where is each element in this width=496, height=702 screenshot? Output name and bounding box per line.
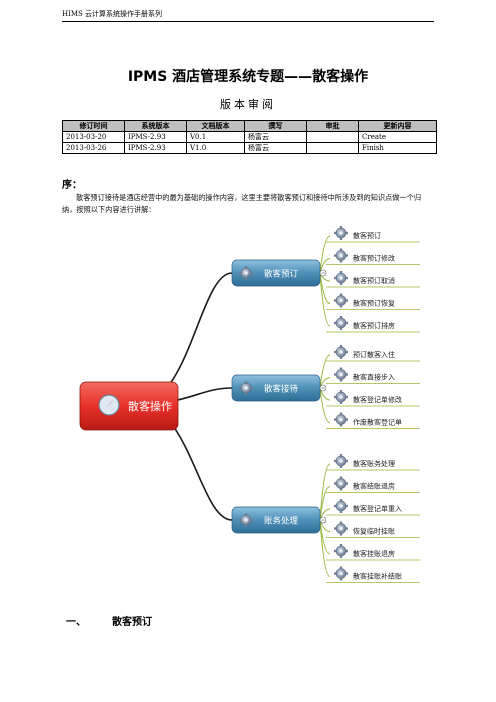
table-row: 2013-03-26 IPMS-2.93 V1.0 杨富云 Finish bbox=[62, 142, 437, 154]
leaf-link bbox=[319, 354, 331, 389]
intro-heading: 序： bbox=[62, 180, 82, 191]
gear-icon bbox=[333, 367, 349, 382]
leaf-label: 恢复临时挂账 bbox=[353, 527, 395, 536]
gear-icon bbox=[333, 498, 349, 514]
leaf-link bbox=[319, 387, 331, 423]
gear-icon bbox=[333, 389, 349, 405]
leaf-label: 散客挂账退房 bbox=[353, 549, 395, 558]
leaf-label: 散客预订 bbox=[353, 231, 381, 240]
leaf-label: 散客预订排房 bbox=[353, 321, 395, 330]
gear-icon bbox=[333, 566, 349, 581]
leaf-link bbox=[319, 235, 331, 274]
gear-icon bbox=[333, 412, 349, 427]
branch-node-label: 账务处理 bbox=[264, 516, 299, 527]
branch-node-label: 散客接待 bbox=[264, 384, 299, 395]
table-cell: 2013-03-26 bbox=[62, 142, 125, 154]
gear-icon bbox=[333, 521, 349, 536]
leaf-link bbox=[319, 486, 331, 521]
leaf-label: 散客账务处理 bbox=[353, 459, 395, 468]
page-header: HIMS 云计算系统操作手册系列 bbox=[62, 7, 434, 22]
root-node-box bbox=[79, 381, 179, 431]
gear-icon bbox=[333, 453, 349, 469]
leaf-label: 散客登记单修改 bbox=[353, 395, 402, 404]
revision-table: 修订时间 系统版本 文档版本 撰写 审批 更新内容 2013-03-20 IPM… bbox=[62, 120, 437, 154]
leaf-label: 散客预订恢复 bbox=[353, 299, 395, 308]
mindmap-leaves: 散客预订散客预订修改散客预订取消散客预订恢复散客预订排房预订散客入住散客直接步入… bbox=[326, 225, 420, 583]
leaf-label: 作废散客登记单 bbox=[353, 418, 402, 427]
gear-icon bbox=[333, 270, 349, 286]
leaf-label: 散客结账退房 bbox=[353, 482, 395, 491]
table-cell: V1.0 bbox=[186, 142, 245, 154]
revision-title: 版本审阅 bbox=[220, 98, 276, 111]
root-node-label: 散客操作 bbox=[128, 399, 172, 413]
header-text: HIMS 云计算系统操作手册系列 bbox=[62, 10, 163, 18]
section-number: 一、 bbox=[66, 617, 86, 628]
leaf-link bbox=[319, 519, 331, 577]
gear-icon bbox=[333, 225, 349, 241]
leaf-label: 散客预订修改 bbox=[353, 254, 395, 263]
section-title: 散客预订 bbox=[112, 617, 152, 628]
intro-paragraph: 散客预订接待是酒店经营中的最为基础的操作内容，这里主要将散客预订和接待中所涉及到… bbox=[62, 193, 422, 214]
gear-icon bbox=[333, 344, 349, 360]
gear-icon bbox=[333, 315, 349, 331]
leaf-label: 散客直接步入 bbox=[353, 373, 395, 382]
gear-icon bbox=[333, 248, 349, 263]
leaf-label: 散客挂账补结账 bbox=[353, 572, 402, 581]
section-heading: 一、 散客预订 bbox=[66, 613, 152, 628]
leaf-label: 散客登记单重入 bbox=[353, 504, 402, 513]
leaf-label: 散客预订取消 bbox=[353, 276, 395, 285]
mindmap-root: 散客操作 bbox=[79, 381, 179, 431]
gear-icon bbox=[333, 543, 349, 559]
leaf-label: 预订散客入住 bbox=[353, 350, 395, 359]
table-cell: Finish bbox=[358, 142, 437, 154]
leaf-link bbox=[319, 272, 331, 327]
branch-node-label: 散客预订 bbox=[264, 269, 299, 280]
gear-icon bbox=[333, 476, 349, 491]
gear-icon bbox=[333, 293, 349, 308]
document-title: IPMS 酒店管理系统专题——散客操作 bbox=[127, 69, 369, 85]
